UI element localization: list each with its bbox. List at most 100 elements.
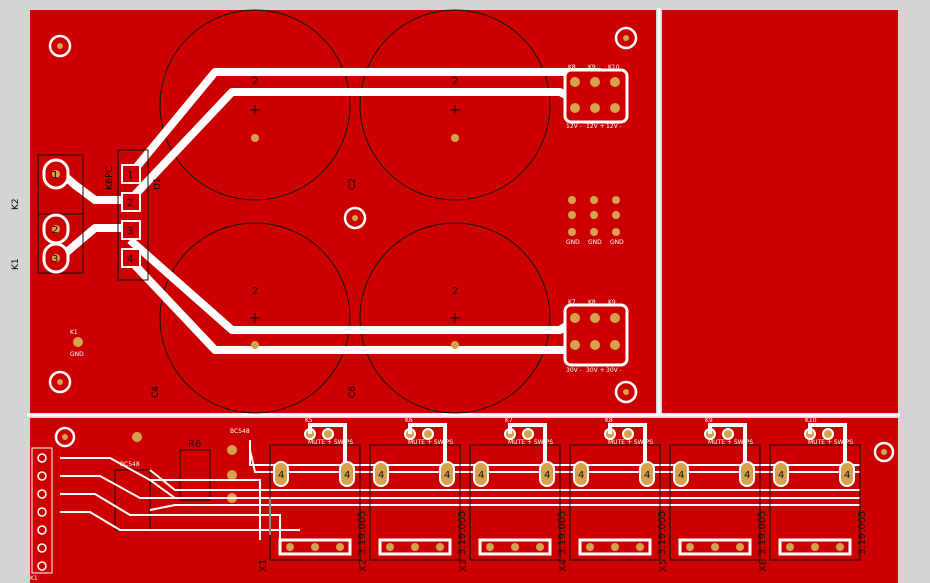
transistor-label-2: BC548 [120,461,140,468]
module-bottom-trace [378,538,452,556]
edge-label-k1: K1 [30,575,38,582]
module-pin-label: 4 [544,470,550,481]
volt-label-top-1: 12V - [566,123,582,130]
module-pad-left [673,461,689,487]
module-bottom-trace [478,538,552,556]
fuse-label-top-1: K8 [568,64,576,71]
module-pad-left [573,461,589,487]
module-caption: MUTE + SW/PS [608,439,653,446]
module-pad-bottom-1 [386,543,394,551]
gnd-label-2: GND [588,239,602,246]
module-pad-bottom-1 [686,543,694,551]
module-trace [508,423,547,462]
module-outline [369,444,461,561]
small-label-gnd: GND [70,351,84,358]
module-pin-label: 4 [278,470,284,481]
module-pin-label: 4 [744,470,750,481]
module-part-number: 3.19.005 [657,510,668,555]
module-outline [669,444,761,561]
volt-label-bot-1: 30V - [566,367,582,374]
module-pad-bottom-3 [736,543,744,551]
module-outline [469,444,561,561]
module-pin-label: 4 [578,470,584,481]
output-pad-group-top [563,68,629,124]
fuse-label-top-2: K9 [588,64,596,71]
module-pad-bottom-2 [511,543,519,551]
fuse-label-bot-3: K9 [608,299,616,306]
module-pad-left [773,461,789,487]
module-ref-label: K8 [605,417,613,424]
module-pad-bottom-2 [711,543,719,551]
module-side-label: X4 [558,559,569,572]
module-pin-label: 4 [444,470,450,481]
lower-copper-area [30,418,898,583]
cap-label-c2: C2 [348,178,358,190]
module-pad-bottom-2 [411,543,419,551]
module-caption: MUTE + SW/PS [508,439,553,446]
module-part-number: 3.19.005 [357,510,368,555]
gnd-pad-grid [568,196,620,236]
module-caption: MUTE + SW/PS [308,439,353,446]
module-ref-label: K5 [305,417,313,424]
connector-label-k1: K1 [11,258,21,270]
cap-pin-label-3: 2 [252,286,258,297]
module-pad-bottom-2 [311,543,319,551]
bridge-pin-3: 3 [127,226,133,237]
fuse-label-bot-2: K8 [588,299,596,306]
module-pad-bottom-2 [611,543,619,551]
module-pad-top-2 [422,428,434,440]
module-outline [269,444,361,561]
cap-label-c4: C4 [151,386,161,398]
module-pin-label: 4 [344,470,350,481]
module-pad-bottom-1 [486,543,494,551]
module-pad-bottom-3 [436,543,444,551]
module-pad-left [473,461,489,487]
gnd-label-1: GND [566,239,580,246]
module-pad-top-2 [722,428,734,440]
module-side-label: X1 [258,559,269,572]
module-side-label: X5 [658,559,669,572]
module-pad-bottom-1 [786,543,794,551]
lower-signal-traces [60,440,860,540]
module-part-number: 3.19.005 [457,510,468,555]
module-trace [608,423,647,462]
module-pad-bottom-3 [836,543,844,551]
module-bottom-trace [278,538,352,556]
volt-label-top-3: 12V - [606,123,622,130]
module-pad-bottom-3 [636,543,644,551]
module-side-label: X6 [758,559,769,572]
connector-pin-1: 1 [52,170,58,181]
capacitor-pads [251,134,459,349]
module-outline [769,444,861,561]
module-outline [569,444,661,561]
volt-label-bot-2: 30V + [586,367,605,374]
mounting-holes [48,26,895,463]
module-pad-top-2 [622,428,634,440]
volt-label-top-2: 12V + [586,123,605,130]
module-trace [708,423,747,462]
module-part-number: 3.19.005 [857,510,868,555]
module-pin-label: 4 [844,470,850,481]
lower-left-components [31,432,237,574]
terminal-block [37,154,84,274]
connector-pin-3: 3 [52,254,58,265]
module-pad-top-2 [522,428,534,440]
output-pad-group-bottom [563,303,629,367]
cap-pin-label-4: 2 [452,286,458,297]
module-ref-label: K10 [805,417,817,424]
bridge-pin-1: 1 [127,170,133,181]
module-trace [808,423,847,462]
module-bottom-trace [578,538,652,556]
module-trace [308,423,347,462]
module-pad-left [273,461,289,487]
cap-pin-label-1: 2 [252,76,258,87]
module-pin-label: 4 [678,470,684,481]
module-pin-label: 4 [378,470,384,481]
module-pin-label: 4 [778,470,784,481]
module-part-number: 3.19.005 [557,510,568,555]
volt-label-bot-3: 30V - [606,367,622,374]
module-ref-label: K7 [505,417,513,424]
module-pin-label: 4 [644,470,650,481]
